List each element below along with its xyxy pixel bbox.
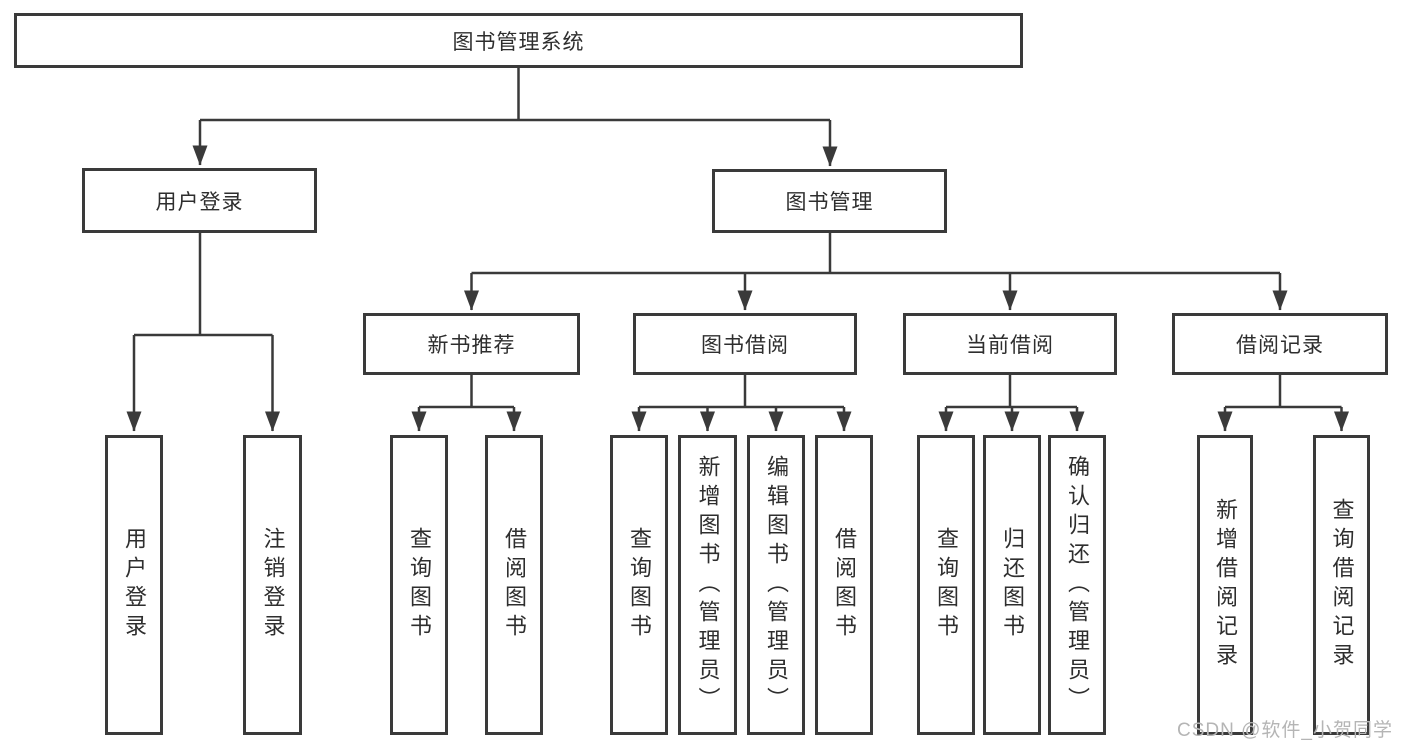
edge-root-rail: [200, 68, 830, 122]
node-new-book-recommend: 新书推荐: [363, 313, 580, 375]
leaf-label: 用户登录: [122, 527, 147, 643]
leaf-query-borrow-record: 查询借阅记录: [1313, 435, 1370, 735]
leaf-query-books: 查询图书: [390, 435, 448, 735]
leaf-query-books: 查询图书: [917, 435, 975, 735]
leaf-label: 编辑图书（管理员）: [764, 454, 789, 716]
node-current-borrowing: 当前借阅: [903, 313, 1117, 375]
leaf-logout: 注销登录: [243, 435, 302, 735]
leaf-label: 查询图书: [934, 527, 959, 643]
leaf-label: 归还图书: [1000, 527, 1025, 643]
leaf-confirm-return-admin: 确认归还（管理员）: [1048, 435, 1106, 735]
node-book-borrowing: 图书借阅: [633, 313, 857, 375]
leaf-add-borrow-record: 新增借阅记录: [1197, 435, 1253, 735]
leaf-edit-books-admin: 编辑图书（管理员）: [747, 435, 805, 735]
watermark: CSDN @软件_小贺同学: [1177, 720, 1393, 741]
node-borrowing-records-label: 借阅记录: [1236, 334, 1324, 357]
leaf-label: 查询借阅记录: [1329, 498, 1355, 672]
leaf-query-books: 查询图书: [610, 435, 668, 735]
leaf-user-login: 用户登录: [105, 435, 163, 735]
edge-currentborrow-rail: [946, 375, 1077, 409]
leaf-label: 查询图书: [407, 527, 432, 643]
node-root-label: 图书管理系统: [452, 30, 585, 54]
leaf-borrow-books: 借阅图书: [815, 435, 873, 735]
edge-userlogin-rail: [134, 233, 273, 337]
node-book-management: 图书管理: [712, 169, 947, 233]
edge-newbook-rail: [419, 375, 514, 409]
leaf-label: 新增借阅记录: [1213, 498, 1238, 672]
node-user-login: 用户登录: [82, 168, 317, 233]
leaf-label: 注销登录: [260, 527, 286, 643]
leaf-label: 借阅图书: [502, 527, 527, 643]
leaf-label: 借阅图书: [832, 527, 857, 643]
leaf-return-books: 归还图书: [983, 435, 1041, 735]
node-borrowing-records: 借阅记录: [1172, 313, 1388, 375]
node-book-borrowing-label: 图书借阅: [701, 334, 789, 357]
leaf-label: 新增图书（管理员）: [695, 454, 721, 716]
leaf-label: 确认归还（管理员）: [1065, 454, 1090, 716]
node-new-book-recommend-label: 新书推荐: [427, 334, 516, 357]
node-root: 图书管理系统: [14, 13, 1023, 68]
edge-borrowrecord-rail: [1225, 375, 1342, 409]
node-user-login-label: 用户登录: [155, 190, 244, 214]
leaf-add-books-admin: 新增图书（管理员）: [678, 435, 737, 735]
edge-bookborrow-rail: [639, 375, 844, 409]
node-current-borrowing-label: 当前借阅: [966, 334, 1054, 357]
node-book-management-label: 图书管理: [785, 191, 874, 214]
leaf-label: 查询图书: [627, 527, 652, 643]
leaf-borrow-books: 借阅图书: [485, 435, 543, 735]
edge-bookmgmt-rail: [471, 233, 1280, 275]
